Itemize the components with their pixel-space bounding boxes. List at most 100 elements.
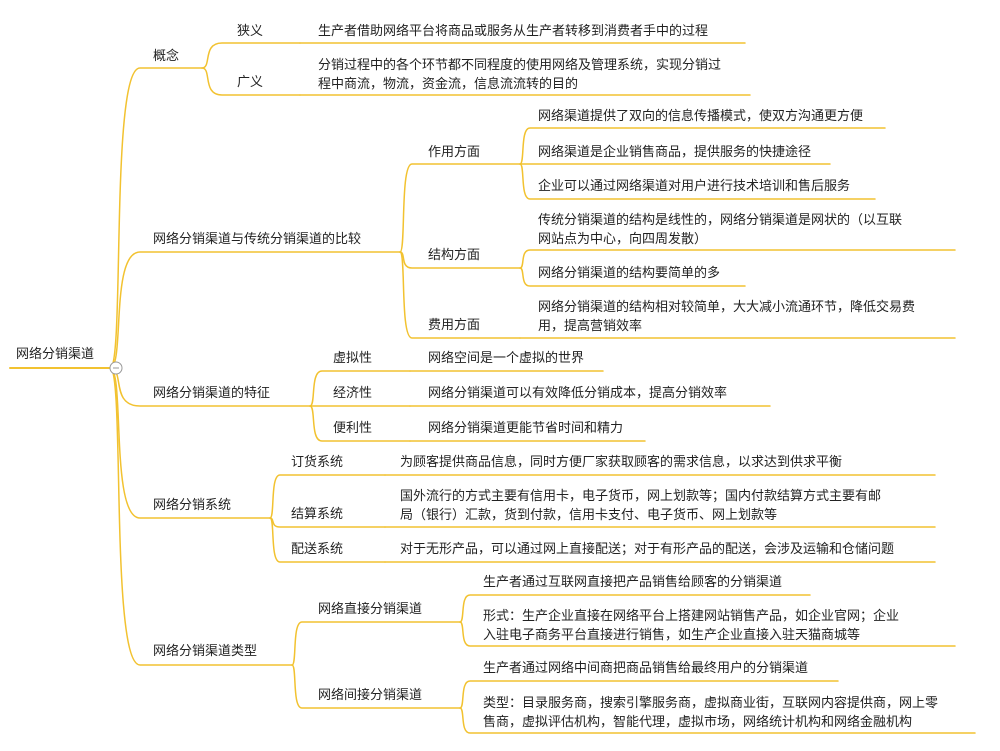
function-item[interactable]: 企业可以通过网络渠道对用户进行技术培训和售后服务 [538,177,850,196]
aspect-function[interactable]: 作用方面 [428,143,480,162]
branch-types[interactable]: 网络分销渠道类型 [153,642,257,661]
desc-line: 网络分销渠道更能节省时间和精力 [428,421,624,436]
feature-virtual[interactable]: 虚拟性 [333,349,372,368]
connector-line [269,517,386,563]
aspect-cost[interactable]: 费用方面 [428,316,480,335]
node-label: 虚拟性 [333,351,373,366]
connector-line [519,267,746,287]
connector-line [109,67,203,369]
feature-virtual-desc[interactable]: 网络空间是一个虚拟的世界 [428,349,584,368]
indirect-item[interactable]: 类型：目录服务商，搜索引擎服务商，虚拟商业街，互联网内容提供商，网上零 售商，虚… [483,694,978,732]
root-node[interactable]: 网络分销渠道 [16,345,94,364]
desc-line: 网络空间是一个虚拟的世界 [428,351,585,366]
branch-label: 网络分销渠道与传统分销渠道的比较 [153,232,362,247]
item-line: 网络渠道提供了双向的信息传播模式，使双方沟通更方便 [538,109,864,124]
node-label: 结算系统 [291,507,344,522]
branch-concept[interactable]: 概念 [153,47,179,66]
connector-line [519,127,886,165]
item-line: 售商，虚拟评估机构，智能代理，虚拟市场，网络统计机构和网络金融机构 [483,715,913,730]
branch-system[interactable]: 网络分销系统 [153,496,231,515]
node-label: 网络间接分销渠道 [318,688,423,703]
node-label: 便利性 [333,421,373,436]
system-delivery-desc[interactable]: 对于无形产品，可以通过网上直接配送；对于有形产品的配送，会涉及运输和仓储问题 [400,540,894,559]
connector-line [109,367,293,666]
connector-line [459,707,976,734]
connector-line [459,621,956,647]
connector-line [399,163,521,253]
connector-line [459,594,811,623]
item-line: 生产者通过互联网直接把产品销售给顾客的分销渠道 [483,575,783,590]
branch-label: 概念 [153,49,180,64]
direct-item[interactable]: 形式：生产企业直接在网络平台上搭建网站销售产品，如企业官网；企业 入驻电子商务平… [483,607,953,645]
desc-line: 国外流行的方式主要有信用卡，电子货币，网上划款等；国内付款结算方式主要有邮 [400,489,882,504]
concept-broad[interactable]: 广义 [237,73,263,92]
aspect-structure[interactable]: 结构方面 [428,246,480,265]
connector-line [291,621,461,666]
item-line: 传统分销渠道的结构是线性的，网络分销渠道是网状的（以互联 [538,213,903,228]
connector-line [291,664,461,709]
root-label: 网络分销渠道 [16,347,95,362]
indirect-item[interactable]: 生产者通过网络中间商把商品销售给最终用户的分销渠道 [483,659,808,678]
item-line: 网站点为中心，向四周发散） [538,232,708,247]
concept-narrow-desc[interactable]: 生产者借助网络平台将商品或服务从生产者转移到消费者手中的过程 [318,22,708,41]
node-label: 作用方面 [428,145,481,160]
system-settlement[interactable]: 结算系统 [291,505,343,524]
connector-line [519,249,956,269]
function-item[interactable]: 网络渠道是企业销售商品，提供服务的快捷途径 [538,143,811,162]
item-line: 形式：生产企业直接在网络平台上搭建网站销售产品，如企业官网；企业 [483,609,900,624]
desc-line: 程中商流，物流，资金流，信息流流转的目的 [318,77,579,92]
connector-line [519,163,876,200]
concept-broad-desc[interactable]: 分销过程中的各个环节都不同程度的使用网络及管理系统，实现分销过 程中商流，物流，… [318,56,748,94]
desc-line: 对于无形产品，可以通过网上直接配送；对于有形产品的配送，会涉及运输和仓储问题 [400,542,895,557]
node-label: 经济性 [333,386,373,401]
connector-line [201,67,301,96]
feature-economy-desc[interactable]: 网络分销渠道可以有效降低分销成本，提高分销效率 [428,384,727,403]
feature-convenience[interactable]: 便利性 [333,419,372,438]
cost-item[interactable]: 网络分销渠道的结构相对较简单，大大减小流通环节，降低交易费 用，提高营销效率 [538,298,958,336]
item-line: 用，提高营销效率 [538,319,643,334]
branch-label: 网络分销渠道类型 [153,644,258,659]
item-line: 生产者通过网络中间商把商品销售给最终用户的分销渠道 [483,661,809,676]
connector-line [109,367,271,519]
node-label: 广义 [237,75,264,90]
system-order-desc[interactable]: 为顾客提供商品信息，同时方便厂家获取顾客的需求信息，以求达到供求平衡 [400,453,842,472]
function-item[interactable]: 网络渠道提供了双向的信息传播模式，使双方沟通更方便 [538,107,863,126]
desc-line: 局（银行）汇款，货到付款，信用卡支付、电子货币、网上划款等 [400,508,778,523]
feature-convenience-desc[interactable]: 网络分销渠道更能节省时间和精力 [428,419,623,438]
connector-line [201,42,301,69]
node-label: 订货系统 [291,455,344,470]
item-line: 类型：目录服务商，搜索引擎服务商，虚拟商业街，互联网内容提供商，网上零 [483,696,939,711]
type-direct[interactable]: 网络直接分销渠道 [318,600,422,619]
item-line: 网络分销渠道的结构相对较简单，大大减小流通环节，降低交易费 [538,300,916,315]
connector-line [309,370,411,407]
branch-label: 网络分销系统 [153,498,232,513]
direct-item[interactable]: 生产者通过互联网直接把产品销售给顾客的分销渠道 [483,573,782,592]
structure-item[interactable]: 网络分销渠道的结构要简单的多 [538,264,720,283]
branch-comparison[interactable]: 网络分销渠道与传统分销渠道的比较 [153,230,361,249]
structure-item[interactable]: 传统分销渠道的结构是线性的，网络分销渠道是网状的（以互联 网站点为中心，向四周发… [538,211,958,249]
desc-line: 分销过程中的各个环节都不同程度的使用网络及管理系统，实现分销过 [318,58,722,73]
type-indirect[interactable]: 网络间接分销渠道 [318,686,422,705]
item-line: 网络渠道是企业销售商品，提供服务的快捷途径 [538,145,812,160]
system-delivery[interactable]: 配送系统 [291,540,343,559]
desc-line: 网络分销渠道可以有效降低分销成本，提高分销效率 [428,386,728,401]
connector-group [9,42,976,734]
concept-narrow[interactable]: 狭义 [237,22,263,41]
connector-line [459,680,839,709]
connector-line [309,405,411,442]
item-line: 入驻电子商务平台直接进行销售，如生产企业直接入驻天猫商城等 [483,628,861,643]
connector-line [399,251,521,339]
desc-line: 生产者借助网络平台将商品或服务从生产者转移到消费者手中的过程 [318,24,709,39]
node-label: 网络直接分销渠道 [318,602,423,617]
branch-features[interactable]: 网络分销渠道的特征 [153,384,270,403]
node-label: 狭义 [237,24,264,39]
connector-line [269,474,386,519]
system-order[interactable]: 订货系统 [291,453,343,472]
desc-line: 为顾客提供商品信息，同时方便厂家获取顾客的需求信息，以求达到供求平衡 [400,455,843,470]
feature-economy[interactable]: 经济性 [333,384,372,403]
system-settlement-desc[interactable]: 国外流行的方式主要有信用卡，电子货币，网上划款等；国内付款结算方式主要有邮 局（… [400,487,935,525]
node-label: 结构方面 [428,248,481,263]
item-line: 企业可以通过网络渠道对用户进行技术培训和售后服务 [538,179,851,194]
